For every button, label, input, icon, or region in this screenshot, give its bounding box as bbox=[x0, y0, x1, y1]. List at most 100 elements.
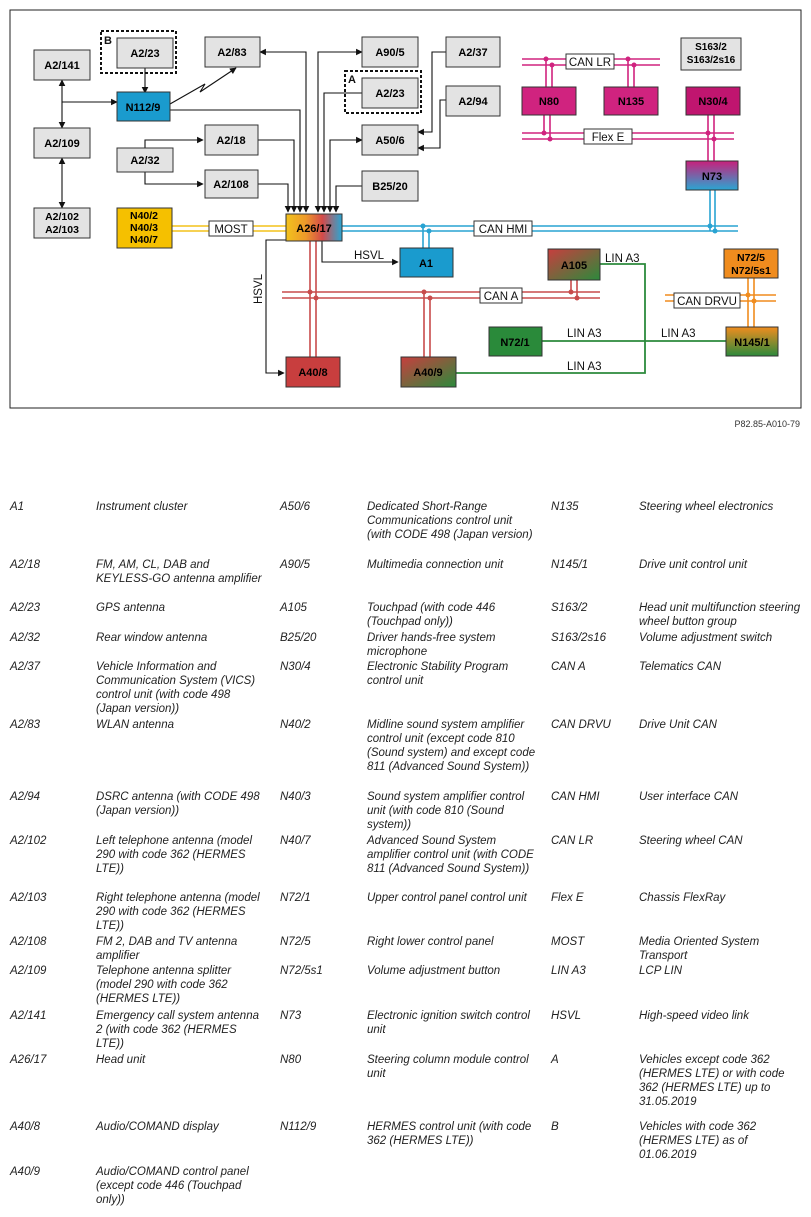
legend-description: Steering column module control unit bbox=[367, 1054, 529, 1080]
label-a105: A105 bbox=[561, 260, 587, 272]
legend-description: DSRC antenna (with CODE 498 (Japan versi… bbox=[96, 791, 260, 817]
legend-description: Midline sound system amplifier control u… bbox=[367, 719, 536, 773]
legend-code: N73 bbox=[280, 1010, 302, 1022]
legend-code: A90/5 bbox=[280, 559, 311, 571]
legend-code: CAN A bbox=[551, 661, 586, 673]
label-n145-1: N145/1 bbox=[734, 337, 769, 349]
box-a2-94 bbox=[445, 85, 501, 117]
legend-code: N40/7 bbox=[280, 835, 311, 847]
can-lr-tag bbox=[565, 53, 615, 70]
legend-code: A2/32 bbox=[10, 632, 41, 644]
box-a1 bbox=[399, 247, 454, 278]
label-a2-23-a: A2/23 bbox=[375, 88, 404, 100]
box-n30-4 bbox=[685, 86, 741, 116]
box-a2-102 bbox=[33, 207, 91, 239]
legend-description: Vehicle Information and Communication Sy… bbox=[96, 661, 256, 715]
legend-code: N40/2 bbox=[280, 719, 311, 731]
can-hmi-tag bbox=[473, 220, 533, 237]
legend-code: N145/1 bbox=[551, 559, 589, 571]
legend-code: A2/103 bbox=[10, 892, 47, 904]
can-hmi-bus bbox=[340, 190, 738, 250]
label-a26-17: A26/17 bbox=[296, 223, 331, 235]
legend-code: A bbox=[551, 1054, 559, 1066]
label-a2-37: A2/37 bbox=[458, 47, 487, 59]
legend-description: Sound system amplifier control unit (wit… bbox=[367, 791, 525, 831]
lin-a3-label-3: LIN A3 bbox=[661, 328, 696, 340]
can-drvu-tag bbox=[673, 292, 741, 309]
legend-code: A2/94 bbox=[10, 791, 41, 803]
label-a40-8: A40/8 bbox=[298, 367, 327, 379]
label-a1: A1 bbox=[419, 258, 433, 270]
most-tag bbox=[208, 220, 254, 237]
box-n80 bbox=[521, 86, 577, 116]
label-a90-5: A90/5 bbox=[375, 47, 404, 59]
legend-code: CAN LR bbox=[551, 835, 594, 847]
box-n72-1 bbox=[488, 326, 543, 357]
legend-code: B25/20 bbox=[280, 632, 317, 644]
legend-code: A40/8 bbox=[10, 1121, 41, 1133]
legend-code: A50/6 bbox=[280, 501, 311, 513]
label-n72-5s1: N72/5s1 bbox=[731, 265, 771, 277]
legend-description: Electronic ignition switch control unit bbox=[367, 1010, 530, 1036]
legend-description: Multimedia connection unit bbox=[367, 559, 504, 571]
legend-description: Vehicles with code 362 (HERMES LTE) as o… bbox=[639, 1121, 757, 1161]
legend-code: N72/5 bbox=[280, 936, 311, 948]
lin-a3-label-4: LIN A3 bbox=[567, 361, 602, 373]
label-a40-9: A40/9 bbox=[413, 367, 442, 379]
legend-description: Drive Unit CAN bbox=[639, 719, 717, 731]
legend-code: N112/9 bbox=[280, 1121, 317, 1133]
box-a26-17 bbox=[285, 213, 343, 242]
lin-a3-bus bbox=[456, 263, 726, 374]
legend-code: MOST bbox=[551, 936, 585, 948]
label-a2-94: A2/94 bbox=[458, 96, 488, 108]
legend-description: Volume adjustment button bbox=[367, 965, 501, 977]
label-n40-2: N40/2 bbox=[130, 210, 158, 222]
legend-description: Media Oriented System Transport bbox=[639, 936, 760, 962]
box-a40-8 bbox=[285, 356, 341, 388]
group-b-label: B bbox=[104, 35, 112, 47]
can-hmi-label: CAN HMI bbox=[479, 224, 528, 236]
legend-description: Emergency call system antenna 2 (with co… bbox=[96, 1010, 259, 1050]
legend-code: LIN A3 bbox=[551, 965, 586, 977]
legend-code: N40/3 bbox=[280, 791, 311, 803]
legend-description: Drive unit control unit bbox=[639, 559, 748, 571]
legend-description: Head unit multifunction steering wheel b… bbox=[639, 602, 801, 628]
legend-description: Steering wheel electronics bbox=[639, 501, 774, 513]
box-n112-9 bbox=[116, 91, 171, 122]
label-n135: N135 bbox=[618, 96, 644, 108]
label-a50-6: A50/6 bbox=[375, 135, 404, 147]
can-hmi-nodes bbox=[420, 223, 718, 234]
box-n73 bbox=[685, 160, 739, 191]
group-b-frame bbox=[100, 30, 177, 74]
lin-a3-label-2: LIN A3 bbox=[567, 328, 602, 340]
hsvl-label-v: HSVL bbox=[253, 273, 265, 304]
legend-description: Telephone antenna splitter (model 290 wi… bbox=[96, 965, 232, 1005]
box-a2-141 bbox=[33, 49, 91, 81]
label-b25-20: B25/20 bbox=[372, 181, 407, 193]
legend-code: A1 bbox=[10, 501, 25, 513]
can-drvu-nodes bbox=[745, 292, 757, 304]
box-a2-83 bbox=[204, 36, 261, 68]
legend-description: Advanced Sound System amplifier control … bbox=[367, 835, 534, 875]
label-n30-4: N30/4 bbox=[698, 96, 728, 108]
box-a50-6 bbox=[361, 124, 419, 156]
legend-description: High-speed video link bbox=[639, 1010, 749, 1022]
legend-description: WLAN antenna bbox=[96, 719, 174, 731]
flex-e-tag bbox=[583, 128, 633, 145]
legend-description: Instrument cluster bbox=[96, 501, 188, 513]
label-n72-5: N72/5 bbox=[737, 252, 765, 264]
lin-a3-label-1: LIN A3 bbox=[605, 253, 640, 265]
legend-description: Steering wheel CAN bbox=[639, 835, 743, 847]
label-s163-2: S163/2 bbox=[695, 42, 727, 53]
box-n40 bbox=[116, 207, 173, 249]
can-a-bus bbox=[282, 240, 600, 357]
legend-description: GPS antenna bbox=[96, 602, 166, 614]
legend-code: S163/2s16 bbox=[551, 632, 606, 644]
can-lr-label: CAN LR bbox=[569, 57, 611, 69]
label-n40-7: N40/7 bbox=[130, 234, 158, 246]
box-a2-37 bbox=[445, 36, 501, 68]
label-a2-83: A2/83 bbox=[217, 47, 246, 59]
legend-description: FM 2, DAB and TV antenna amplifier bbox=[96, 936, 238, 962]
box-a105 bbox=[547, 248, 601, 281]
label-a2-32: A2/32 bbox=[130, 155, 159, 167]
